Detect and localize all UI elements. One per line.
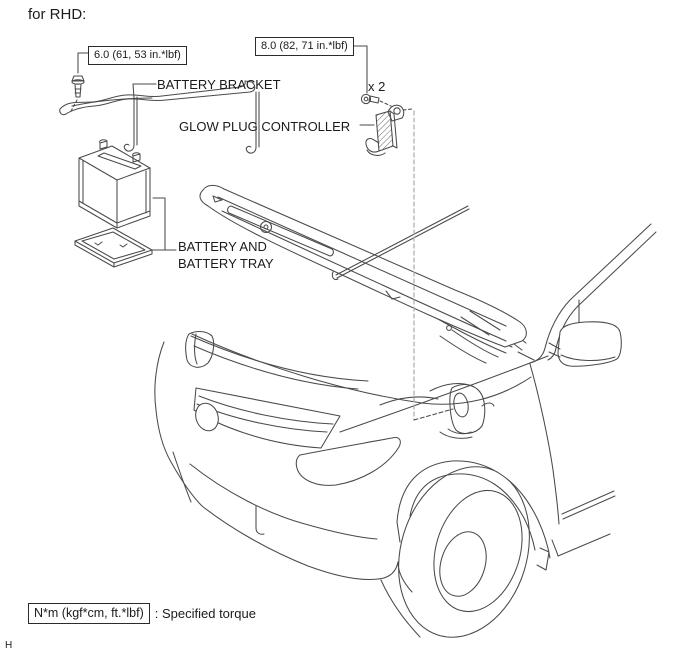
side-mirror xyxy=(557,321,622,367)
battery-bracket-illustration xyxy=(59,80,260,154)
fender-mask xyxy=(397,428,562,558)
torque-legend: N*m (kgf*cm, ft.*lbf) : Specified torque xyxy=(28,603,256,624)
bolt-icon-controller xyxy=(360,93,413,111)
front-wheel xyxy=(398,466,530,638)
battery-tray-illustration xyxy=(74,227,153,268)
battery-tray-label-line2: BATTERY TRAY xyxy=(178,256,274,271)
torque-legend-text: : Specified torque xyxy=(154,606,256,621)
battery-illustration xyxy=(78,139,151,229)
controller-location xyxy=(439,383,495,439)
page-marker: H xyxy=(5,640,13,651)
open-hood xyxy=(199,184,527,348)
headlight xyxy=(295,437,401,486)
cab-side xyxy=(529,223,657,557)
hood-prop-rod xyxy=(331,205,470,281)
torque-callout-controller: 8.0 (82, 71 in.*lbf) xyxy=(255,37,354,56)
bolt-icon-bracket xyxy=(69,75,85,114)
front-fascia xyxy=(154,331,421,638)
battery-tray-label: BATTERY AND BATTERY TRAY xyxy=(178,238,274,272)
battery-bracket-label: BATTERY BRACKET xyxy=(157,77,281,92)
battery-tray-label-line1: BATTERY AND xyxy=(178,239,267,254)
locator-dashed-diagonal xyxy=(413,408,454,421)
fender-arch xyxy=(396,460,551,571)
toyota-emblem xyxy=(195,402,219,432)
torque-unit-box: N*m (kgf*cm, ft.*lbf) xyxy=(28,603,150,624)
glow-plug-controller-illustration xyxy=(365,104,405,156)
variant-label: for RHD: xyxy=(28,6,87,23)
glow-plug-controller-label: GLOW PLUG CONTROLLER xyxy=(179,119,351,134)
torque-callout-bracket: 6.0 (61, 53 in.*lbf) xyxy=(88,46,187,65)
bolt-count-label: x 2 xyxy=(368,79,386,94)
